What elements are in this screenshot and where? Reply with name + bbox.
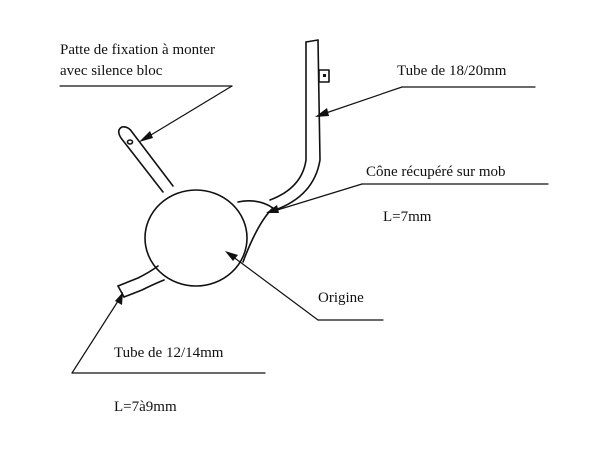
label-tube-small: Tube de 12/14mm	[114, 345, 224, 361]
mounting-tab	[117, 126, 174, 193]
label-tube-small-length: L=7à9mm	[114, 399, 177, 415]
label-patte-line1: Patte de fixation à monter	[60, 42, 215, 58]
label-patte-line2: avec silence bloc	[60, 63, 163, 79]
label-cone: Cône récupéré sur mob	[366, 164, 506, 180]
tube-12-14	[117, 265, 165, 298]
leader-tube-large	[315, 86, 536, 117]
cone-shape	[237, 200, 274, 263]
label-origine: Origine	[318, 290, 364, 306]
label-tube-large: Tube de 18/20mm	[397, 63, 507, 79]
leader-origine	[225, 251, 384, 321]
origine-sphere	[144, 189, 248, 287]
leader-patte	[59, 85, 233, 142]
tube-18-20	[269, 39, 330, 211]
leader-cone	[266, 183, 549, 213]
leader-tube-small	[71, 292, 266, 374]
label-cone-length: L=7mm	[383, 209, 432, 225]
